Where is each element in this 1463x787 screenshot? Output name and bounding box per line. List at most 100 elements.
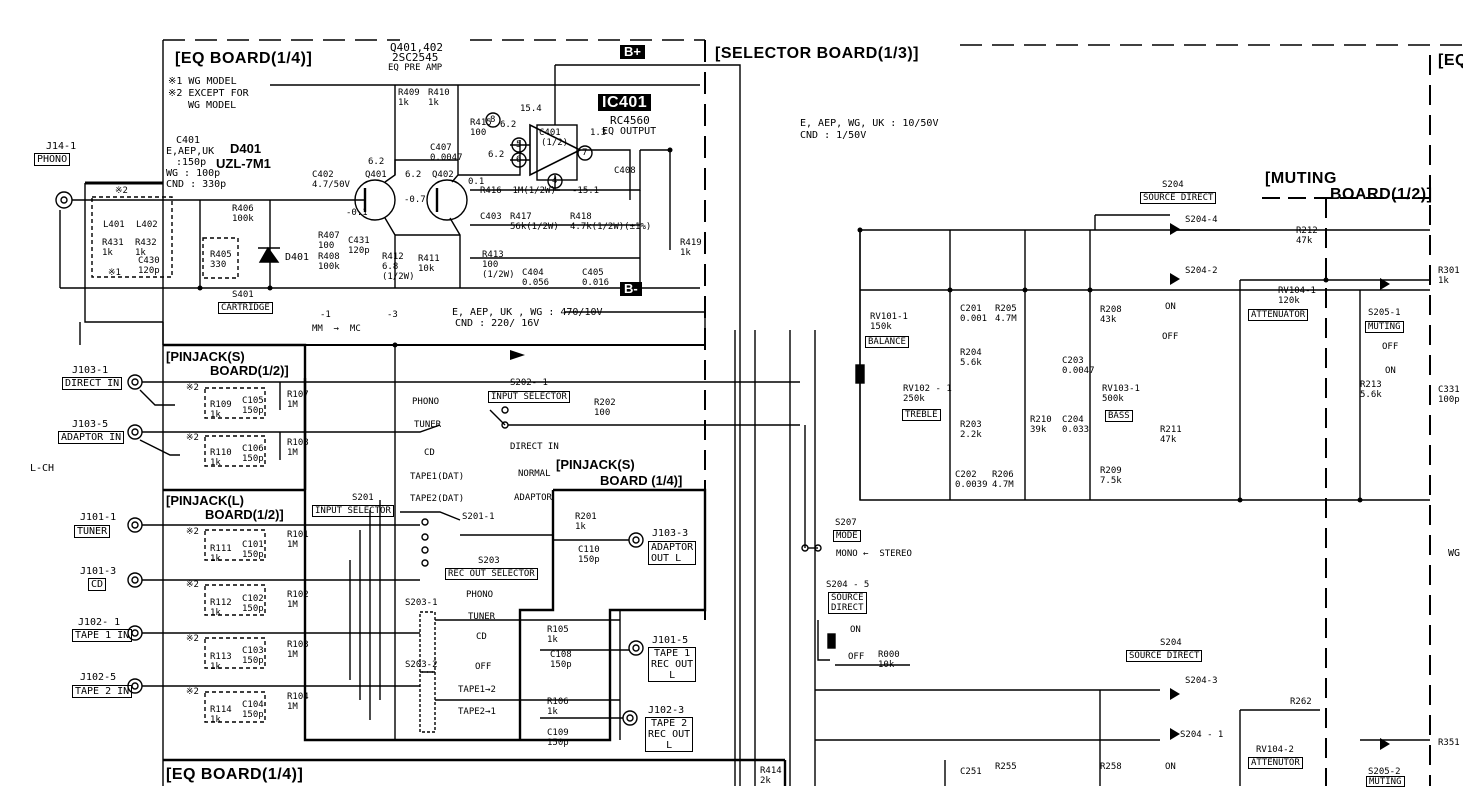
volt-62d: 6.2 xyxy=(488,150,505,160)
volt-62b: 6.2 xyxy=(405,170,422,180)
r105: R105 1k xyxy=(547,625,569,645)
mark-x2-r114: ※2 xyxy=(186,687,199,697)
rec-cd: CD xyxy=(476,632,487,642)
c251: C251 xyxy=(960,767,982,777)
c408-note-2: CND : 1/50V xyxy=(800,130,867,141)
r412: R412 6.8 (1/2W) xyxy=(382,252,415,282)
sel-tape2: TAPE2(DAT) xyxy=(410,494,465,504)
pinjack-s-board-title-1: [PINJACK(S) xyxy=(166,349,245,364)
r107: R107 1M xyxy=(287,390,309,410)
rv104-1: RV104-1 120k xyxy=(1278,286,1316,306)
r416: R416 1M(1/2W) xyxy=(480,186,556,196)
muting-box-2: MUTING xyxy=(1366,776,1405,787)
c408: C408 xyxy=(614,166,636,176)
input-selector-box-a: INPUT SELECTOR xyxy=(488,391,570,403)
sel-normal: NORMAL xyxy=(518,469,551,479)
source-direct-a-1: SOURCE xyxy=(831,593,864,603)
jack-j103-3: J103-3 xyxy=(652,528,689,539)
jack-j101-3: J101-3 xyxy=(80,566,117,577)
r406: R406 100k xyxy=(232,204,254,224)
mark-x2-r110: ※2 xyxy=(186,433,199,443)
r262: R262 xyxy=(1290,697,1312,707)
c407: C407 0.0047 xyxy=(430,143,463,163)
r213: R213 5.6k xyxy=(1360,380,1382,400)
source-direct-a-2: DIRECT xyxy=(831,603,864,613)
tape2-out-line-3: L xyxy=(666,740,673,751)
c401-variant-1: E,AEP,UK xyxy=(166,146,215,157)
c201: C201 0.001 xyxy=(960,304,988,324)
sel-tape1: TAPE1(DAT) xyxy=(410,472,465,482)
r109: R109 1k xyxy=(210,400,232,420)
r110: R110 1k xyxy=(210,448,232,468)
mm-mc-label: MM → MC xyxy=(312,324,361,334)
adaptor-out-line-2: OUT L xyxy=(651,553,682,564)
s204-bottom-label: S204 xyxy=(1160,638,1182,648)
r415: R415 100 xyxy=(470,118,492,138)
sel-adaptor: ADAPTOR xyxy=(514,493,552,503)
c106: C106 150p xyxy=(242,444,264,464)
mark-x2-top: ※2 xyxy=(115,186,128,196)
jack-j101-1: J101-1 xyxy=(80,512,117,523)
r212: R212 47k xyxy=(1296,226,1318,246)
r204: R204 5.6k xyxy=(960,348,982,368)
r114: R114 1k xyxy=(210,705,232,725)
rv104-2: RV104-2 xyxy=(1256,745,1294,755)
c402: C402 4.7/50V xyxy=(312,170,350,190)
r431: R431 1k xyxy=(102,238,124,258)
s205-1-label: S205-1 xyxy=(1368,308,1401,318)
jack-j103-5: J103-5 xyxy=(72,419,109,430)
s201-1-label: S201-1 xyxy=(462,512,495,522)
volt-13: 1.3 xyxy=(590,128,607,138)
c401-variant-3: WG : 100p xyxy=(166,168,221,179)
mute-off: OFF xyxy=(1382,342,1399,352)
jack-cd-label: CD xyxy=(88,578,107,591)
eq-board-title-bottom: [EQ BOARD(1/4)] xyxy=(166,766,304,783)
bminus-badge: B- xyxy=(620,282,642,296)
pin-6: 6 xyxy=(516,155,522,165)
mode-box: MODE xyxy=(833,530,861,542)
jack-j101-5: J101-5 xyxy=(652,635,689,646)
muting-board-title-2: BOARD(1/2)] xyxy=(1330,186,1433,203)
rec-off: OFF xyxy=(475,662,492,672)
pin-5: 5 xyxy=(516,140,522,150)
r211: R211 47k xyxy=(1160,425,1182,445)
c431: C431 120p xyxy=(348,236,370,256)
ic401-part: RC4560 xyxy=(610,114,650,127)
adaptor-out-line-1: ADAPTOR xyxy=(651,542,694,553)
s204-top-label: S204 xyxy=(1162,180,1184,190)
ic-half-2: (1/2) xyxy=(541,138,569,148)
tape2-out-line-2: REC OUT xyxy=(648,729,691,740)
on-b: ON xyxy=(1165,302,1176,312)
jack-direct-in-label: DIRECT IN xyxy=(62,377,123,390)
rv102: RV102 - 1 250k xyxy=(903,384,952,404)
ic-half-1: C401 xyxy=(539,128,561,138)
treble-box: TREBLE xyxy=(902,409,941,421)
eq-board-title-right: [EQ xyxy=(1438,52,1463,69)
ic401-function: EQ OUTPUT xyxy=(602,126,657,137)
s401: S401 xyxy=(232,290,254,300)
ic401-label: IC401 xyxy=(598,94,652,111)
selector-board-title: [SELECTOR BOARD(1/3)] xyxy=(715,45,919,62)
jack-adaptor-in-label: ADAPTOR IN xyxy=(58,431,125,444)
c105: C105 150p xyxy=(242,396,264,416)
c408-note-1: E, AEP, WG, UK : 10/50V xyxy=(800,118,939,129)
r106: R106 1k xyxy=(547,697,569,717)
d401-side-label: D401 xyxy=(285,252,310,263)
s202-1-label: S202- 1 xyxy=(510,378,548,388)
rec-phono: PHONO xyxy=(466,590,494,600)
r351: R351 xyxy=(1438,738,1460,748)
on-a: ON xyxy=(850,625,861,635)
off-b: OFF xyxy=(1162,332,1179,342)
r410: R410 1k xyxy=(428,88,450,108)
source-direct-bottom-box: SOURCE DIRECT xyxy=(1126,650,1203,662)
volt-m01: -0.1 xyxy=(346,208,368,218)
r255: R255 xyxy=(995,762,1017,772)
r108: R108 1M xyxy=(287,438,309,458)
c403: C403 xyxy=(480,212,502,222)
s203-label: S203 xyxy=(478,556,500,566)
eq-board-title-top: [EQ BOARD(1/4)] xyxy=(175,50,313,67)
